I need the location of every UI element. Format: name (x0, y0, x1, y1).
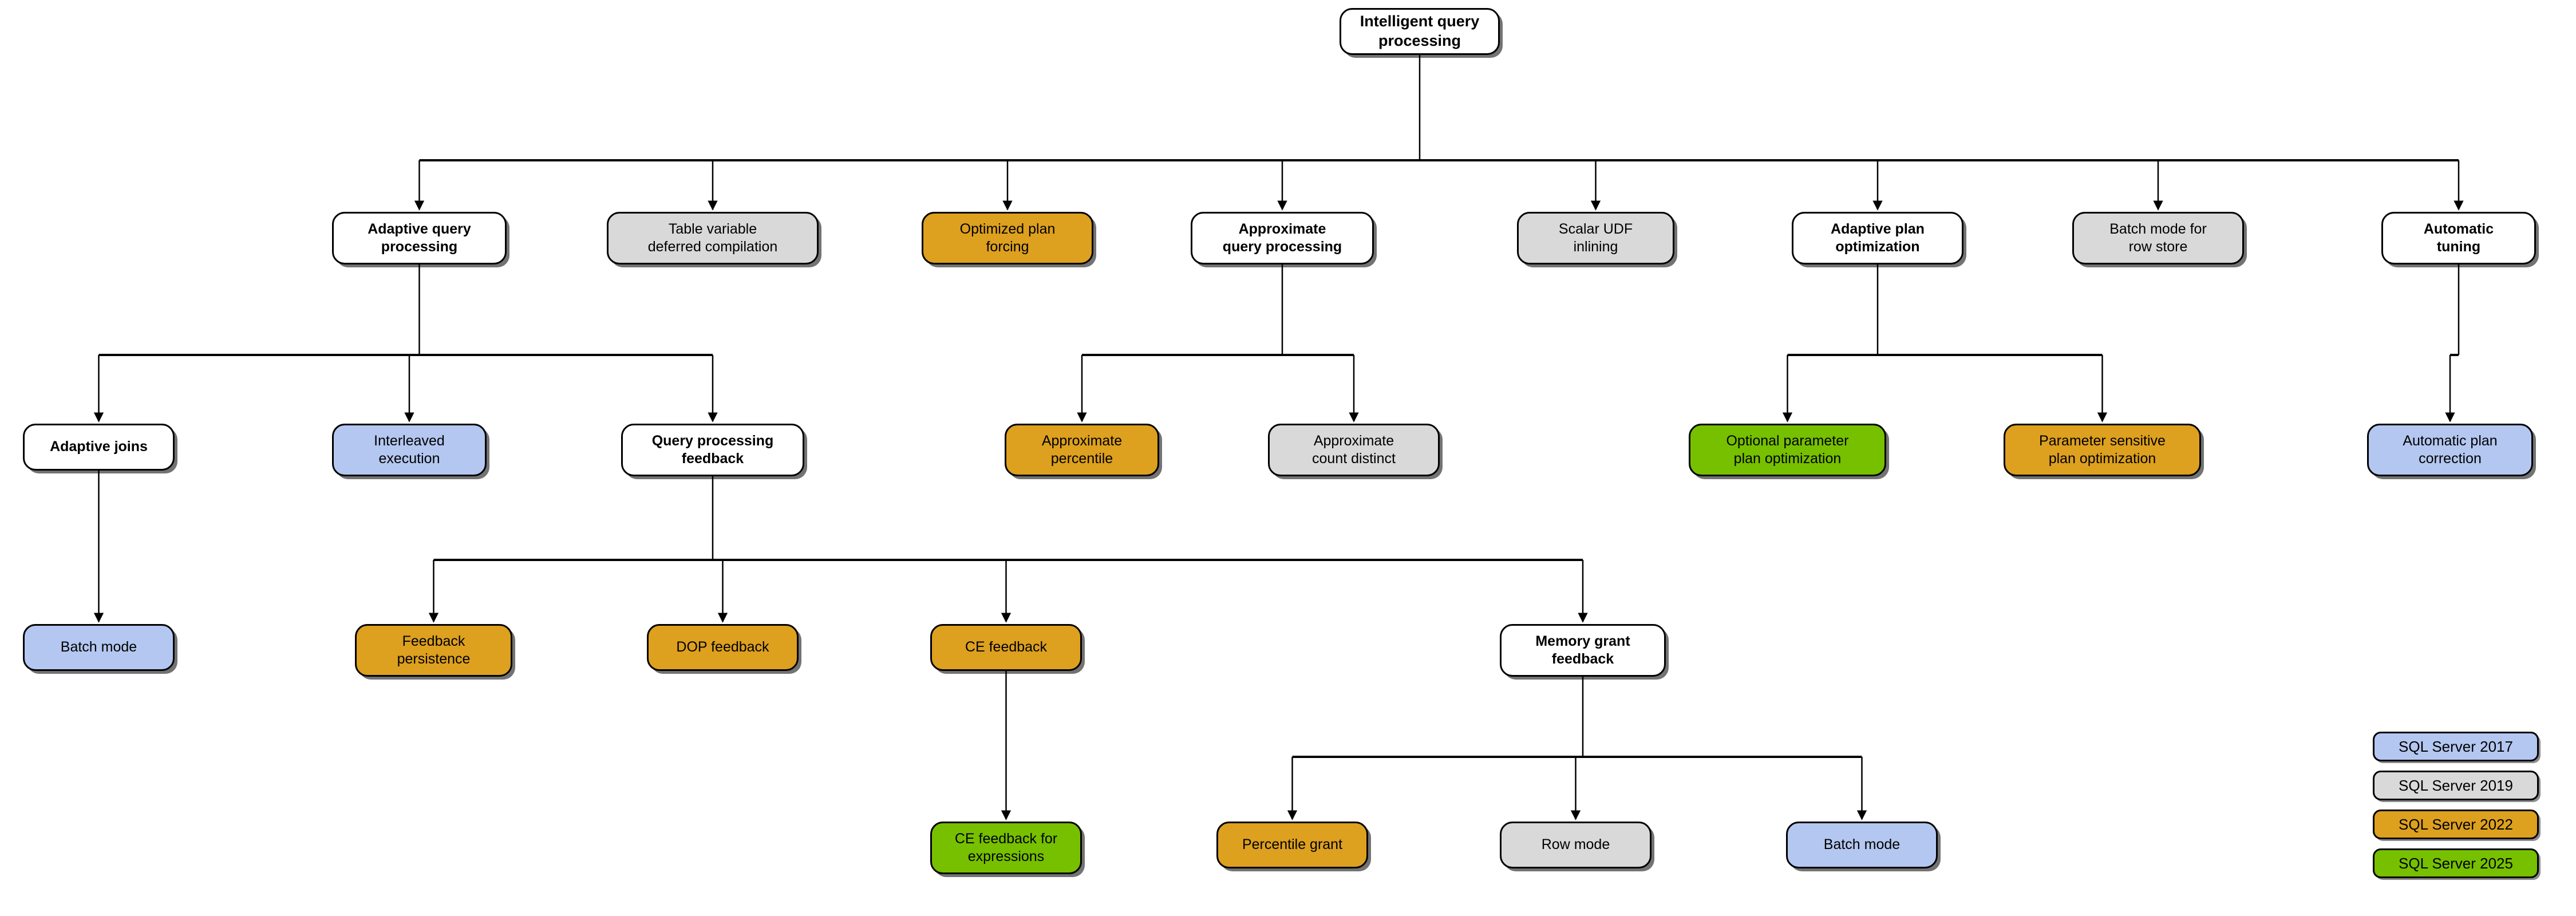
node-label: Automatic tuning (2423, 220, 2494, 255)
node-label: DOP feedback (676, 639, 769, 656)
node-fbpers[interactable]: Feedback persistence (355, 624, 512, 677)
node-oppo[interactable]: Optional parameter plan optimization (1689, 424, 1886, 476)
node-label: Interleaved execution (374, 432, 445, 467)
node-sudf[interactable]: Scalar UDF inlining (1517, 212, 1674, 264)
node-label: Adaptive query processing (368, 220, 471, 255)
node-root[interactable]: Intelligent query processing (1340, 8, 1500, 55)
node-cefb[interactable]: CE feedback (930, 624, 1082, 671)
legend-label: SQL Server 2019 (2399, 776, 2513, 794)
node-pspo[interactable]: Parameter sensitive plan optimization (2004, 424, 2201, 476)
node-apc[interactable]: Automatic plan correction (2367, 424, 2533, 476)
node-label: Batch mode (60, 639, 137, 656)
node-opf[interactable]: Optimized plan forcing (922, 212, 1093, 264)
node-label: Optimized plan forcing (959, 220, 1056, 255)
node-label: Row mode (1541, 836, 1610, 853)
legend-item-sql-server-2019: SQL Server 2019 (2373, 771, 2539, 800)
node-label: Feedback persistence (397, 633, 471, 667)
node-bmode2[interactable]: Batch mode (1786, 822, 1938, 868)
node-label: Parameter sensitive plan optimization (2039, 432, 2166, 467)
node-label: Automatic plan correction (2403, 432, 2498, 467)
legend-item-sql-server-2017: SQL Server 2017 (2373, 732, 2539, 761)
node-label: Batch mode (1823, 836, 1901, 853)
legend-label: SQL Server 2022 (2399, 815, 2513, 833)
node-label: Table variable deferred compilation (647, 220, 778, 255)
node-appct[interactable]: Approximate percentile (1005, 424, 1159, 476)
node-label: Optional parameter plan optimization (1726, 432, 1849, 467)
node-aqp[interactable]: Adaptive query processing (332, 212, 507, 264)
node-cefbexpr[interactable]: CE feedback for expressions (930, 822, 1082, 874)
node-label: Percentile grant (1242, 836, 1343, 853)
node-label: Adaptive joins (50, 439, 148, 455)
node-bmode1[interactable]: Batch mode (23, 624, 175, 671)
node-qpf[interactable]: Query processing feedback (621, 424, 804, 476)
node-label: Memory grant feedback (1535, 633, 1630, 667)
node-mgf[interactable]: Memory grant feedback (1500, 624, 1666, 677)
node-label: Approximate query processing (1222, 220, 1342, 255)
node-label: Batch mode for row store (2109, 220, 2207, 255)
node-label: CE feedback (965, 639, 1048, 656)
node-label: Scalar UDF inlining (1558, 220, 1633, 255)
node-tvdc[interactable]: Table variable deferred compilation (607, 212, 819, 264)
legend-label: SQL Server 2017 (2399, 737, 2513, 755)
node-label: Approximate count distinct (1312, 432, 1396, 467)
node-label: Adaptive plan optimization (1831, 220, 1925, 255)
node-autotune[interactable]: Automatic tuning (2381, 212, 2536, 264)
node-apq[interactable]: Approximate query processing (1191, 212, 1374, 264)
node-rowmode[interactable]: Row mode (1500, 822, 1652, 868)
node-label: Approximate percentile (1041, 432, 1123, 467)
node-ilexec[interactable]: Interleaved execution (332, 424, 487, 476)
node-label: Query processing feedback (651, 432, 774, 467)
legend-item-sql-server-2025: SQL Server 2025 (2373, 848, 2539, 878)
node-bmrs[interactable]: Batch mode for row store (2072, 212, 2244, 264)
node-label: CE feedback for expressions (954, 830, 1058, 864)
node-apo[interactable]: Adaptive plan optimization (1792, 212, 1963, 264)
legend-label: SQL Server 2025 (2399, 854, 2513, 872)
legend-item-sql-server-2022: SQL Server 2022 (2373, 810, 2539, 839)
node-dopfb[interactable]: DOP feedback (647, 624, 799, 671)
node-apcd[interactable]: Approximate count distinct (1268, 424, 1440, 476)
node-label: Intelligent query processing (1360, 13, 1480, 49)
node-pctgrant[interactable]: Percentile grant (1216, 822, 1368, 868)
node-ajoins[interactable]: Adaptive joins (23, 424, 175, 471)
